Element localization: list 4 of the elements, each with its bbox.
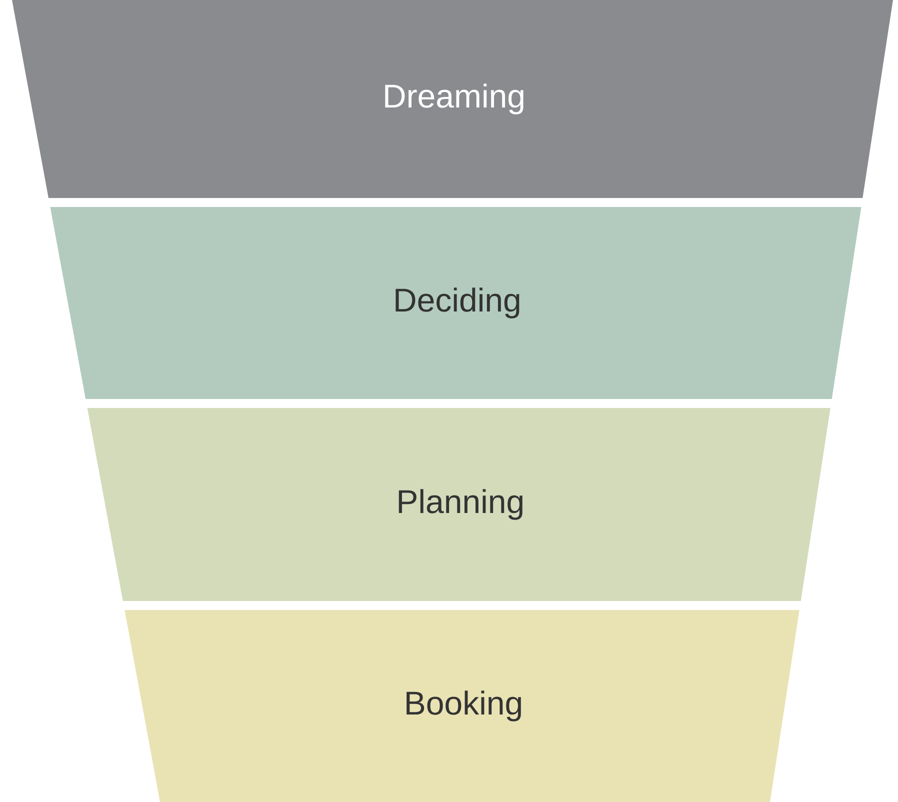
funnel-band: Planning xyxy=(87,408,830,601)
funnel-band: Dreaming xyxy=(12,0,893,198)
funnel-band: Deciding xyxy=(50,207,862,399)
funnel-band: Booking xyxy=(124,610,800,802)
